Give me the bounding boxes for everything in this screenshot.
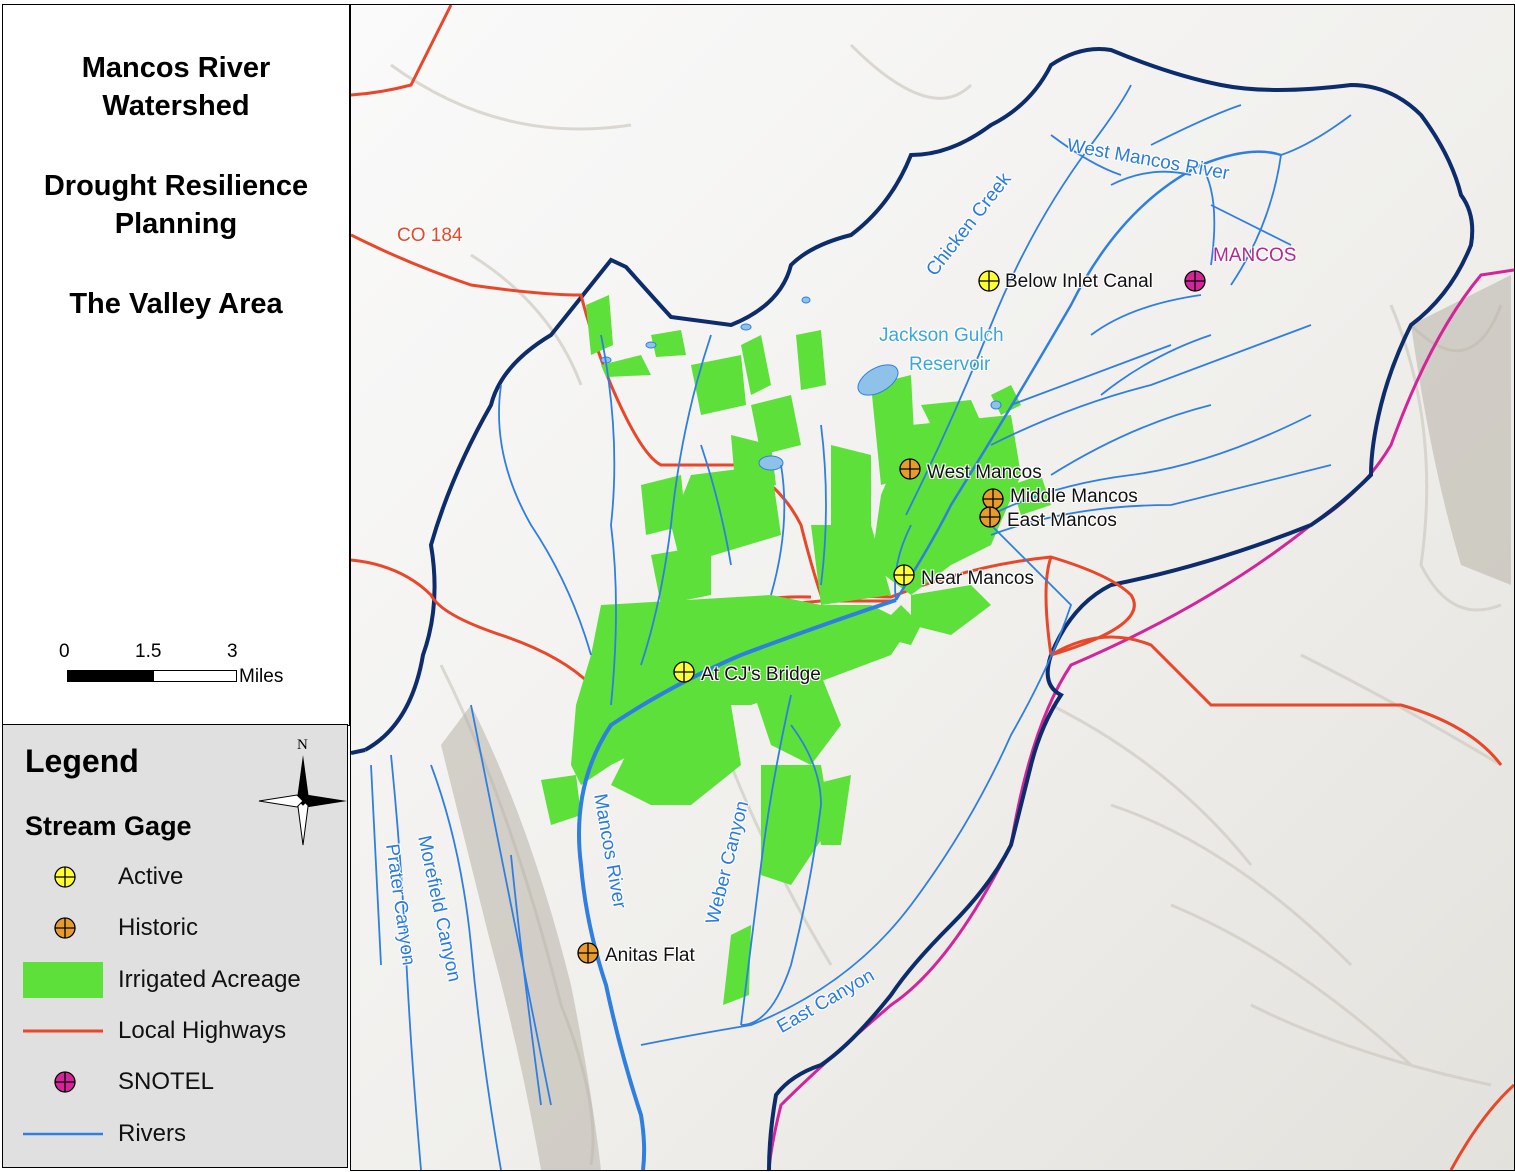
map-canvas — [351, 5, 1514, 1170]
legend-label-snotel: SNOTEL — [118, 1068, 215, 1095]
north-label: N — [297, 737, 308, 753]
legend-item-irrigated: Irrigated Acreage — [3, 960, 349, 1000]
scale-bar — [67, 670, 237, 682]
legend-label-active: Active — [118, 863, 184, 890]
gage-anitas-flat — [577, 942, 599, 964]
label-cj-bridge: At CJ's Bridge — [701, 664, 821, 685]
title-line-1: Mancos River — [81, 52, 271, 84]
legend-label-historic: Historic — [118, 914, 199, 941]
label-below-inlet-canal: Below Inlet Canal — [1005, 271, 1153, 292]
gage-east-mancos — [979, 506, 1001, 528]
legend-label-rivers: Rivers — [118, 1120, 187, 1147]
title-line-4: Planning — [114, 208, 238, 240]
map-frame: CO 184 Below Inlet Canal MANCOS Jackson … — [350, 4, 1515, 1171]
legend-panel: Legend Stream Gage N Active Historic — [2, 724, 348, 1168]
legend-label-irrigated: Irrigated Acreage — [118, 966, 301, 993]
title-line-5: The Valley Area — [69, 288, 283, 320]
title-panel: Mancos River Watershed Drought Resilienc… — [2, 4, 350, 726]
legend-label-highways: Local Highways — [118, 1017, 287, 1044]
label-reservoir-line2: Reservoir — [909, 354, 991, 375]
legend-subtitle: Stream Gage — [25, 811, 192, 841]
legend-title: Legend — [25, 743, 139, 779]
legend-item-snotel: SNOTEL — [3, 1062, 349, 1102]
irrigated-acreage-swatch — [23, 962, 103, 998]
legend-item-active: Active — [3, 857, 349, 897]
watershed-boundary — [364, 47, 1475, 1170]
gage-markers — [577, 270, 1206, 964]
water-bodies — [600, 296, 1002, 471]
legend-item-highways: Local Highways — [3, 1011, 349, 1051]
gage-cj-bridge — [673, 661, 695, 683]
title-line-2: Watershed — [102, 90, 250, 122]
label-snotel-mancos: MANCOS — [1213, 245, 1297, 266]
river-line-icon — [23, 1132, 103, 1136]
watershed-boundary-south — [351, 748, 366, 755]
legend-item-historic: Historic — [3, 908, 349, 948]
snotel-icon — [54, 1071, 76, 1093]
scale-tick-0: 0 — [59, 641, 70, 662]
label-west-mancos: West Mancos — [927, 462, 1042, 483]
terrain-dark-ridge — [441, 275, 1511, 1170]
highway-line-icon — [23, 1029, 103, 1033]
scale-tick-1: 1.5 — [135, 641, 162, 662]
snotel-mancos — [1184, 270, 1206, 292]
label-near-mancos: Near Mancos — [921, 568, 1034, 589]
gage-middle-mancos — [982, 488, 1004, 510]
label-reservoir-line1: Jackson Gulch — [879, 325, 1004, 346]
scale-unit: Miles — [239, 666, 284, 687]
label-anitas-flat: Anitas Flat — [605, 945, 695, 966]
gage-west-mancos — [899, 458, 921, 480]
label-middle-mancos: Middle Mancos — [1010, 486, 1138, 507]
legend-item-rivers: Rivers — [3, 1114, 349, 1154]
gage-below-inlet-canal — [978, 270, 1000, 292]
historic-gage-icon — [54, 917, 76, 939]
irrigated-acreage — [541, 295, 1051, 1005]
title-line-3: Drought Resilience — [43, 170, 309, 202]
label-east-mancos: East Mancos — [1007, 510, 1117, 531]
gage-near-mancos — [893, 564, 915, 586]
highway-label-co184: CO 184 — [397, 225, 463, 246]
rivers — [370, 84, 1352, 1170]
scale-tick-2: 3 — [227, 641, 238, 662]
north-arrow-icon: N — [258, 737, 347, 846]
active-gage-icon — [54, 866, 76, 888]
jackson-gulch-reservoir — [857, 364, 899, 396]
